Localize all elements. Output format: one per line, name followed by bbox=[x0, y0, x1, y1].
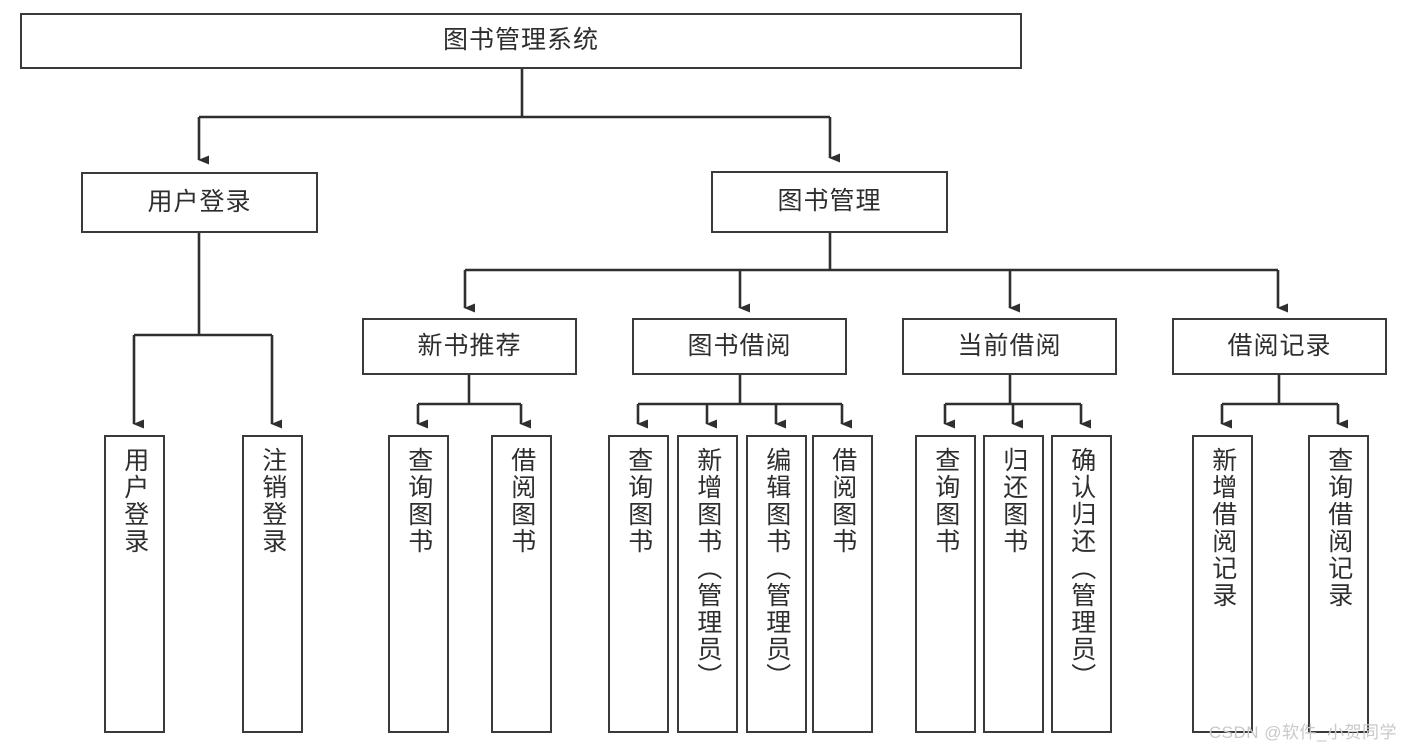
leaf-query-book-borrow[interactable]: 查询图书 bbox=[608, 435, 669, 733]
node-label: 借阅记录 bbox=[1227, 331, 1332, 360]
node-label: 当前借阅 bbox=[957, 331, 1062, 360]
node-label: 确认归还（管理员） bbox=[1067, 447, 1096, 690]
node-label: 借阅图书 bbox=[507, 447, 536, 555]
leaf-logout-login[interactable]: 注销登录 bbox=[242, 435, 303, 733]
node-label: 新增借阅记录 bbox=[1208, 447, 1237, 609]
node-label: 归还图书 bbox=[999, 447, 1028, 555]
leaf-query-book-current[interactable]: 查询图书 bbox=[915, 435, 976, 733]
leaf-confirm-return-admin[interactable]: 确认归还（管理员） bbox=[1051, 435, 1112, 733]
node-label: 新书推荐 bbox=[417, 331, 522, 360]
node-borrow-record[interactable]: 借阅记录 bbox=[1172, 318, 1387, 375]
leaf-edit-book-admin[interactable]: 编辑图书（管理员） bbox=[746, 435, 807, 733]
node-label: 图书管理 bbox=[777, 187, 882, 216]
node-label: 查询图书 bbox=[624, 447, 653, 555]
node-label: 新增图书（管理员） bbox=[693, 447, 722, 690]
node-label: 查询图书 bbox=[931, 447, 960, 555]
node-label: 查询图书 bbox=[404, 447, 433, 555]
leaf-query-borrow-record[interactable]: 查询借阅记录 bbox=[1308, 435, 1369, 733]
node-label: 注销登录 bbox=[258, 447, 287, 555]
watermark: CSDN @软件_小贺同学 bbox=[1208, 723, 1397, 742]
leaf-borrow-book-recommend[interactable]: 借阅图书 bbox=[491, 435, 552, 733]
leaf-user-login[interactable]: 用户登录 bbox=[104, 435, 165, 733]
node-label: 用户登录 bbox=[120, 447, 149, 555]
node-label: 图书借阅 bbox=[687, 331, 792, 360]
node-root-book-management-system[interactable]: 图书管理系统 bbox=[20, 13, 1022, 69]
node-label: 图书管理系统 bbox=[442, 26, 599, 55]
node-current-borrow[interactable]: 当前借阅 bbox=[902, 318, 1117, 375]
leaf-add-book-admin[interactable]: 新增图书（管理员） bbox=[677, 435, 738, 733]
node-label: 借阅图书 bbox=[828, 447, 857, 555]
node-label: 用户登录 bbox=[147, 187, 252, 216]
node-book-borrow[interactable]: 图书借阅 bbox=[632, 318, 847, 375]
node-new-book-recommend[interactable]: 新书推荐 bbox=[362, 318, 577, 375]
leaf-query-book-recommend[interactable]: 查询图书 bbox=[388, 435, 449, 733]
leaf-return-book[interactable]: 归还图书 bbox=[983, 435, 1044, 733]
node-book-management[interactable]: 图书管理 bbox=[711, 171, 948, 233]
leaf-add-borrow-record[interactable]: 新增借阅记录 bbox=[1192, 435, 1253, 733]
leaf-borrow-book[interactable]: 借阅图书 bbox=[812, 435, 873, 733]
node-user-login[interactable]: 用户登录 bbox=[81, 172, 318, 233]
node-label: 查询借阅记录 bbox=[1324, 447, 1353, 609]
node-label: 编辑图书（管理员） bbox=[762, 447, 791, 690]
